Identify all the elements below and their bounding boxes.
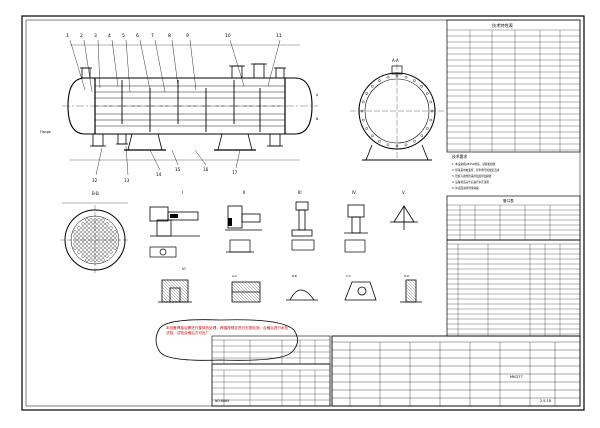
svg-text:1: 1 (66, 33, 69, 39)
left-title-block: NO:8869 (211, 363, 331, 407)
svg-text:A: A (316, 93, 319, 97)
svg-text:I: I (182, 190, 183, 195)
tech-spec-table: 技术特性表 (446, 19, 581, 153)
svg-text:C-C: C-C (346, 274, 351, 278)
svg-text:15: 15 (175, 167, 181, 172)
svg-text:B: B (316, 117, 318, 121)
svg-text:2.5-18: 2.5-18 (540, 399, 551, 403)
svg-text:13: 13 (124, 178, 130, 183)
svg-text:4. 设备制造完毕后进行水压试验: 4. 设备制造完毕后进行水压试验 (452, 180, 489, 184)
top-balloon-labels: 1 2 3 4 5 6 7 8 9 10 11 (66, 33, 282, 39)
svg-text:7: 7 (151, 33, 154, 39)
svg-text:3. 管板与换热管采用强度焊加贴胀: 3. 管板与换热管采用强度焊加贴胀 (452, 174, 492, 178)
svg-text:B-B: B-B (92, 191, 99, 196)
end-view: A-A (350, 58, 444, 161)
parts-list-table (446, 239, 581, 337)
svg-text:技术特性表: 技术特性表 (492, 22, 514, 29)
notes-block: 技术要求 1. 本设备按GB150制造、试验和验收 2. 焊接采用电弧焊，焊条牌… (452, 154, 500, 190)
svg-text:技术要求: 技术要求 (452, 154, 467, 159)
svg-text:Flange: Flange (40, 130, 51, 134)
svg-text:NO:8869: NO:8869 (215, 399, 229, 403)
svg-text:2: 2 (80, 33, 83, 39)
vessel-elevation: 1 2 3 4 5 6 7 8 9 10 11 (40, 33, 319, 183)
svg-text:4: 4 (108, 33, 111, 39)
svg-text:III: III (298, 190, 302, 195)
red-note-text: 本设备焊接后需进行整体热处理，焊缝按规定进行无损检测，合格后进行水压试验，试验合… (166, 326, 289, 335)
svg-text:II: II (243, 190, 245, 195)
bottom-nozzles (90, 133, 283, 147)
svg-text:MKG77: MKG77 (510, 375, 523, 379)
svg-text:11: 11 (276, 33, 282, 39)
svg-text:V: V (402, 190, 405, 195)
left-bottom-table (211, 335, 331, 365)
svg-text:1. 本设备按GB150制造、试验和验收: 1. 本设备按GB150制造、试验和验收 (452, 162, 496, 166)
saddle-supports (124, 133, 256, 151)
bottom-balloon-labels: 12 13 14 15 16 17 (92, 167, 238, 183)
svg-text:IV: IV (352, 190, 356, 195)
detail-views-row2: VI A-A B-B C-C D-D (158, 267, 422, 303)
detail-views-row1: B-B I II III IV (60, 190, 418, 275)
svg-text:17: 17 (232, 170, 238, 175)
title-block: MKG77 2.5-18 (331, 335, 581, 407)
svg-text:B-B: B-B (292, 274, 297, 278)
svg-text:6: 6 (136, 33, 139, 39)
svg-text:9: 9 (186, 33, 189, 39)
svg-text:10: 10 (225, 33, 231, 39)
svg-text:16: 16 (203, 167, 209, 172)
svg-text:3: 3 (94, 33, 97, 39)
top-nozzles (80, 63, 286, 79)
svg-text:12: 12 (92, 178, 98, 183)
svg-text:A-A: A-A (392, 58, 399, 63)
svg-text:A-A: A-A (232, 274, 237, 278)
vessel-shell (67, 77, 313, 135)
svg-text:管口表: 管口表 (503, 198, 514, 203)
svg-text:8: 8 (168, 33, 171, 39)
svg-text:5: 5 (122, 33, 125, 39)
svg-text:5. 外表面涂防锈漆两遍: 5. 外表面涂防锈漆两遍 (452, 186, 479, 190)
svg-text:D-D: D-D (404, 274, 409, 278)
outer-border (21, 15, 585, 411)
svg-text:2. 焊接采用电弧焊，焊条牌号按规定选用: 2. 焊接采用电弧焊，焊条牌号按规定选用 (452, 168, 500, 172)
nozzle-table: 管口表 (446, 195, 581, 241)
svg-text:14: 14 (156, 172, 162, 177)
svg-text:VI: VI (182, 267, 186, 271)
